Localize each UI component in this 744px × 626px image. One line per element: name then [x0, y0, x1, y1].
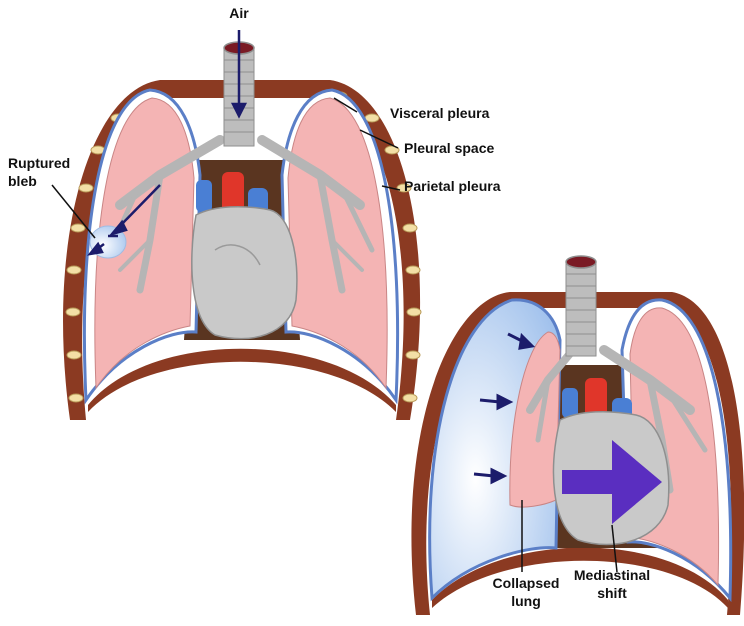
- label-ruptured-bleb-1: Ruptured: [8, 155, 70, 171]
- label-parietal-pleura: Parietal pleura: [404, 178, 501, 194]
- panel-pneumothorax: [411, 256, 744, 615]
- label-visceral-pleura: Visceral pleura: [390, 105, 490, 121]
- panel-normal-chest: [52, 30, 421, 420]
- label-ruptured-bleb-2: bleb: [8, 173, 37, 189]
- label-collapsed-lung-1: Collapsed: [493, 575, 560, 591]
- label-mediastinal-shift-2: shift: [597, 585, 627, 601]
- label-air: Air: [229, 5, 249, 21]
- label-mediastinal-shift-1: Mediastinal: [574, 567, 650, 583]
- label-collapsed-lung-2: lung: [511, 593, 541, 609]
- trachea-2: [566, 256, 596, 356]
- diaphragm: [88, 349, 396, 412]
- label-pleural-space: Pleural space: [404, 140, 494, 156]
